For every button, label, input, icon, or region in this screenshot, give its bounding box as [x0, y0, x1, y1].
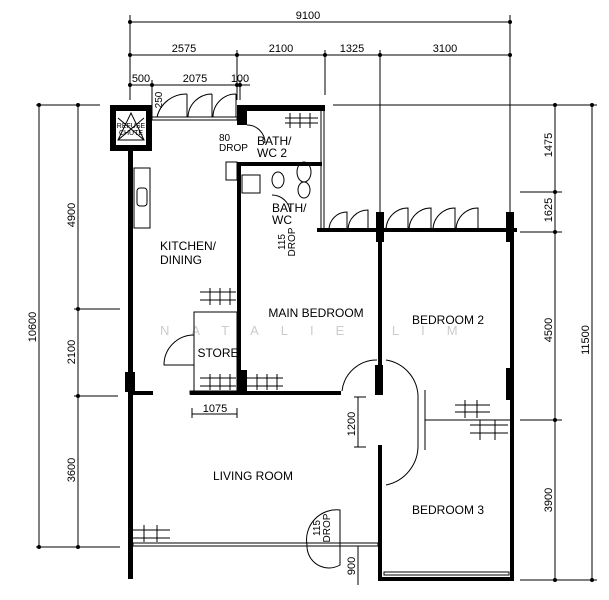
drop-80-label: DROP — [219, 143, 248, 154]
dim-top-2: 2100 — [269, 43, 293, 55]
drop-115-living-value: 115 — [312, 520, 323, 536]
walls — [110, 105, 517, 581]
dim-right-2: 1625 — [543, 198, 555, 222]
dim-right-1: 1475 — [543, 133, 555, 157]
dim-left-1: 4900 — [66, 203, 78, 227]
dim-store-width: 1075 — [203, 403, 227, 415]
dim-top-sub-2: 2075 — [183, 73, 207, 85]
dim-bottom: 900 — [346, 557, 358, 575]
room-refuse-chute-line1: REFUSE — [117, 123, 146, 130]
dim-left-3: 3600 — [66, 458, 78, 482]
room-refuse-chute-line2: CHUTE — [119, 130, 143, 137]
dim-top-1: 2575 — [172, 43, 196, 55]
drop-115-living-label: DROP — [322, 513, 333, 542]
room-bath-wc2-line1: BATH/ — [257, 134, 292, 148]
dim-top-sub-3: 100 — [231, 73, 249, 85]
dim-top-4: 3100 — [433, 43, 457, 55]
room-bath-wc-line1: BATH/ — [272, 201, 307, 215]
room-living: LIVING ROOM — [213, 469, 293, 483]
room-store: STORE — [197, 346, 238, 360]
room-main-bedroom: MAIN BEDROOM — [268, 306, 363, 320]
watermark: NATALIE LIM — [160, 323, 480, 338]
drop-115-bath-label: DROP — [287, 227, 298, 256]
room-kitchen-line2: DINING — [160, 253, 202, 267]
room-bedroom-2: BEDROOM 2 — [412, 313, 484, 327]
dim-corridor: 1200 — [346, 412, 358, 436]
dim-left-2: 2100 — [66, 340, 78, 364]
room-bath-wc2-line2: WC 2 — [257, 146, 287, 160]
room-bath-wc-line2: WC — [272, 213, 292, 227]
dim-top-3: 1325 — [340, 43, 364, 55]
drop-80-value: 80 — [219, 133, 231, 144]
dim-top-small: 250 — [154, 91, 165, 108]
room-kitchen-line1: KITCHEN/ — [160, 239, 217, 253]
dim-top-total: 9100 — [296, 10, 320, 22]
top-dimensions: 9100 2575 2100 1325 3100 500 2075 100 25… — [128, 10, 512, 230]
room-bedroom-3: BEDROOM 3 — [412, 503, 484, 517]
doors — [156, 93, 479, 569]
drop-115-bath-value: 115 — [277, 234, 288, 250]
dim-left-total: 10600 — [27, 312, 39, 343]
fixtures — [133, 113, 508, 542]
right-dimensions: 1475 1625 4500 3900 11500 — [333, 103, 597, 582]
dim-right-total: 11500 — [580, 325, 592, 355]
dim-right-4: 3900 — [543, 488, 555, 512]
dim-top-sub-1: 500 — [132, 73, 150, 85]
left-dimensions: 10600 4900 2100 3600 — [27, 103, 120, 549]
dim-right-3: 4500 — [543, 318, 555, 342]
